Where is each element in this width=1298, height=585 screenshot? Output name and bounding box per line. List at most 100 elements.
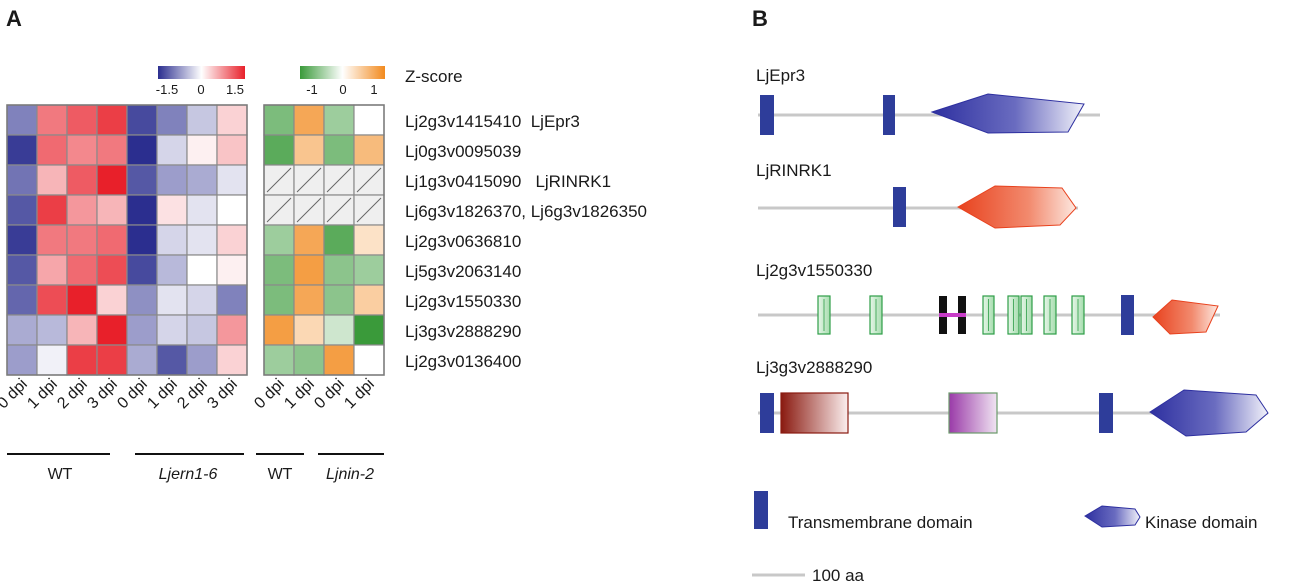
heatmap-cell <box>156 194 188 226</box>
heatmap-cell <box>126 344 158 376</box>
heatmap-cell <box>263 344 295 376</box>
heatmap-cell <box>216 314 248 346</box>
heatmap-cell <box>216 284 248 316</box>
heatmap-cell <box>36 314 68 346</box>
protein-name-lj2g3v1550330: Lj2g3v1550330 <box>756 261 872 280</box>
panel-a-letter: A <box>6 6 22 31</box>
heatmap-cell <box>323 134 355 166</box>
heatmap-cell <box>263 104 295 136</box>
tm-domain <box>1121 295 1134 335</box>
tm-domain <box>883 95 895 135</box>
heatmap-cell <box>323 314 355 346</box>
panel-b-letter: B <box>752 6 768 31</box>
heatmap-cell <box>6 194 38 226</box>
column-label: 0 dpi <box>311 376 348 413</box>
rb-tick-mid: 0 <box>197 82 204 97</box>
heatmap-cell <box>156 104 188 136</box>
kinase-legend-label: Kinase domain <box>1145 513 1257 532</box>
gene-label: Lj6g3v1826370, Lj6g3v1826350 <box>405 202 647 221</box>
kinase-domain-red <box>956 185 1077 229</box>
heatmap-cell <box>293 134 325 166</box>
heatmap-cell <box>353 104 385 136</box>
na-slash <box>326 197 352 223</box>
column-label: 2 dpi <box>174 376 211 413</box>
heatmap-cell <box>156 344 188 376</box>
heatmap-cell <box>216 104 248 136</box>
domain-legend: Transmembrane domain Kinase domain 100 a… <box>752 491 1257 585</box>
na-slash <box>266 197 292 223</box>
heatmap-cell <box>66 194 98 226</box>
gene-label: Lj2g3v1550330 <box>405 292 521 311</box>
heatmap-cell <box>66 284 98 316</box>
heatmap-cell <box>263 314 295 346</box>
heatmap-cell <box>96 344 128 376</box>
heatmap-cell <box>66 224 98 256</box>
heatmap-cell <box>186 344 218 376</box>
group-bars: WT Ljern1-6 WT Ljnin-2 <box>7 453 384 483</box>
heatmap-cell <box>263 134 295 166</box>
heatmap-cell <box>293 344 325 376</box>
scale-bar-label: 100 aa <box>812 566 865 585</box>
column-label: 3 dpi <box>204 376 241 413</box>
heatmap-cell <box>36 344 68 376</box>
gene-label: Lj2g3v1415410 LjEpr3 <box>405 112 580 131</box>
heatmap-cell <box>156 314 188 346</box>
heatmap-cell <box>6 104 38 136</box>
rb-tick-low: -1.5 <box>156 82 178 97</box>
heatmap-cell <box>323 284 355 316</box>
heatmap-cell <box>353 134 385 166</box>
heatmap-cell <box>156 224 188 256</box>
heatmap-cell <box>186 314 218 346</box>
heatmap-cell <box>126 104 158 136</box>
purple-domain <box>948 392 998 434</box>
heatmap-cell <box>293 254 325 286</box>
gw-tick-high: 1 <box>370 82 377 97</box>
protein-name-lj3g3v2888290: Lj3g3v2888290 <box>756 358 872 377</box>
heatmap-cell <box>96 134 128 166</box>
heatmap-cell <box>216 134 248 166</box>
heatmap-cell <box>186 134 218 166</box>
heatmap-cell <box>66 104 98 136</box>
heatmap-cell <box>126 254 158 286</box>
heatmap-cell <box>323 254 355 286</box>
panel-a: A -1.5 0 1.5 -1 0 1 Z-score Lj2g3v141541… <box>0 6 647 483</box>
heatmap-cell <box>96 224 128 256</box>
heatmap-cell <box>96 104 128 136</box>
heatmap-cell <box>293 284 325 316</box>
heatmap-cell <box>66 134 98 166</box>
heatmap-cell <box>186 164 218 196</box>
heatmap-cell <box>186 104 218 136</box>
tm-legend-label: Transmembrane domain <box>788 513 973 532</box>
gene-labels: Lj2g3v1415410 LjEpr3Lj0g3v0095039Lj1g3v0… <box>405 112 647 371</box>
heatmap-cell <box>156 284 188 316</box>
heatmap-cell <box>186 194 218 226</box>
kinase-domain-red <box>1152 299 1219 335</box>
heatmap-cell <box>6 344 38 376</box>
gw-tick-mid: 0 <box>339 82 346 97</box>
heatmap-cell <box>186 284 218 316</box>
heatmap-cell <box>353 314 385 346</box>
brown-domain <box>780 392 849 434</box>
gene-label: Lj0g3v0095039 <box>405 142 521 161</box>
protein-lj3g3v2888290: Lj3g3v2888290 <box>756 358 1269 437</box>
heatmap-cell <box>36 254 68 286</box>
heatmap-cell <box>156 164 188 196</box>
heatmap-cell <box>66 254 98 286</box>
heatmap-cell <box>323 344 355 376</box>
heatmap-cell <box>216 344 248 376</box>
heatmap-erecta <box>6 104 248 376</box>
heatmap-cell <box>293 104 325 136</box>
tm-domain <box>760 95 774 135</box>
heatmap-cell <box>66 314 98 346</box>
heatmap-cell <box>323 104 355 136</box>
na-slash <box>266 167 292 193</box>
group-label-wt-2: WT <box>268 466 293 483</box>
zscore-legend-red-blue: -1.5 0 1.5 <box>156 66 245 97</box>
rb-tick-high: 1.5 <box>226 82 244 97</box>
heatmap-cell <box>156 254 188 286</box>
column-label: 3 dpi <box>84 376 121 413</box>
heatmap-cell <box>293 314 325 346</box>
heatmap-cell <box>96 164 128 196</box>
green-orange-color-scale <box>300 66 385 79</box>
